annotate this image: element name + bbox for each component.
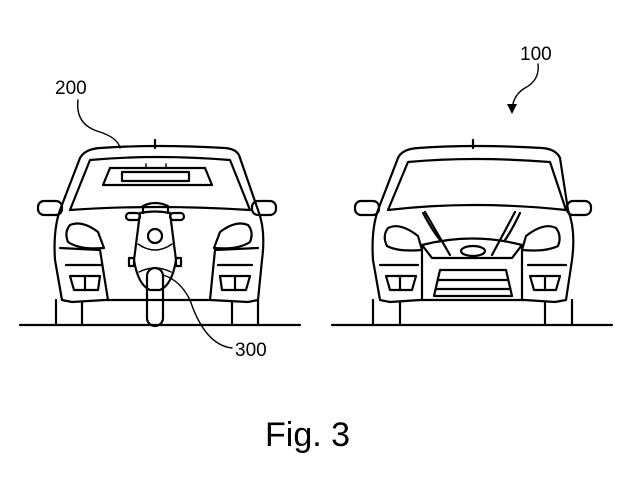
foglight-left (384, 274, 418, 292)
fender-left (58, 246, 110, 302)
scooter-body (132, 210, 178, 292)
scooter-headlamp (141, 201, 170, 215)
label-100: 100 (520, 44, 552, 65)
headlight-right (520, 225, 561, 252)
hood-crease-inner (503, 211, 522, 242)
foglight-right (528, 274, 562, 292)
roof-box-window (120, 170, 191, 183)
scooter-front-wheel (145, 266, 165, 328)
foglight-right (218, 274, 252, 292)
headlight-left (65, 222, 106, 250)
headlight-left (383, 225, 424, 252)
arrowhead-icon (507, 104, 517, 114)
hood-crease (423, 210, 452, 257)
hood-crease (490, 210, 517, 257)
label-200: 200 (55, 78, 87, 99)
mirror-right (565, 199, 593, 217)
body-outline (371, 156, 575, 304)
scooter-emblem (146, 227, 164, 245)
mirror-right (250, 199, 278, 217)
scooter-300 (124, 201, 186, 328)
foglight-left (68, 274, 102, 292)
brand-emblem (459, 244, 487, 258)
scooter-indicator-right (174, 256, 183, 268)
mirror-left (353, 199, 381, 217)
label-300: 300 (235, 340, 267, 361)
lower-grille (432, 268, 514, 298)
hood-crease-inner (421, 211, 442, 242)
scooter-indicator-left (127, 256, 136, 268)
mirror-left (36, 199, 64, 217)
vehicle-200 (36, 138, 278, 327)
leader-arrow-100 (511, 63, 539, 111)
scooter-mirror-right (168, 211, 186, 222)
fender-right (208, 246, 260, 302)
vehicle-100 (353, 138, 593, 327)
upper-grille (420, 237, 524, 260)
windshield (386, 157, 568, 212)
leader-line-300 (162, 274, 233, 349)
figure-caption: Fig. 3 (265, 416, 350, 454)
body-outline (53, 156, 265, 304)
leader-line-200 (76, 99, 121, 149)
windshield (68, 155, 252, 212)
roof-line (396, 144, 562, 160)
roof-line (78, 144, 242, 160)
scooter-mirror-left (124, 211, 142, 222)
roof-box (101, 166, 214, 187)
scooter-crease (137, 243, 173, 251)
headlight-right (212, 222, 253, 250)
